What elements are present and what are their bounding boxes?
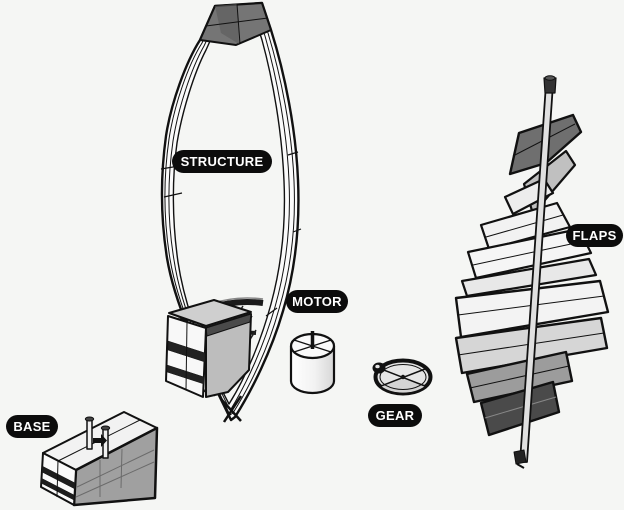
label-flaps: FLAPS <box>566 224 623 247</box>
cap-mid-line <box>205 17 269 27</box>
structure-cradle-box <box>165 299 252 398</box>
gear-rim-line <box>379 364 427 390</box>
cradle-divider-line <box>185 321 188 391</box>
rod-bottom-foot <box>513 449 527 465</box>
pin-shaft <box>86 419 93 450</box>
rod-top-tip <box>544 75 556 81</box>
base-front-wireframe <box>75 448 155 498</box>
pin-cap <box>84 416 95 422</box>
flap-slat <box>460 257 598 298</box>
gear-key-tab-hole <box>375 364 380 369</box>
label-motor: MOTOR <box>286 290 348 313</box>
motor-part <box>289 331 336 395</box>
arrow-icon <box>93 434 107 447</box>
structure-top-cap <box>199 2 272 46</box>
structure-tip-cross <box>220 395 243 423</box>
label-gear: GEAR <box>368 404 422 427</box>
pin-cap <box>100 425 111 431</box>
cradle-top-face <box>168 299 252 327</box>
slat-edge-line <box>485 214 564 238</box>
base-pins <box>84 416 111 459</box>
cradle-band <box>166 364 205 385</box>
base-part <box>40 411 159 507</box>
label-base: BASE <box>6 415 58 438</box>
rod-bottom-tick <box>516 463 525 469</box>
gear-key-tab <box>372 362 386 374</box>
gear-hub <box>400 374 406 380</box>
base-side-band <box>41 465 76 490</box>
slat-edge-line <box>472 240 586 266</box>
motor-body <box>289 346 336 395</box>
structure-part <box>160 1 302 423</box>
gear-bottom-shade <box>381 377 425 393</box>
slat-edge-line <box>484 396 557 419</box>
cap-shade <box>215 4 239 44</box>
gear-part <box>372 358 433 396</box>
label-structure: STRUCTURE <box>172 150 272 173</box>
cap-divider-line <box>236 3 241 45</box>
flaps-part <box>454 75 610 469</box>
slat-edge-line <box>469 365 570 389</box>
base-side-divider <box>56 459 59 498</box>
